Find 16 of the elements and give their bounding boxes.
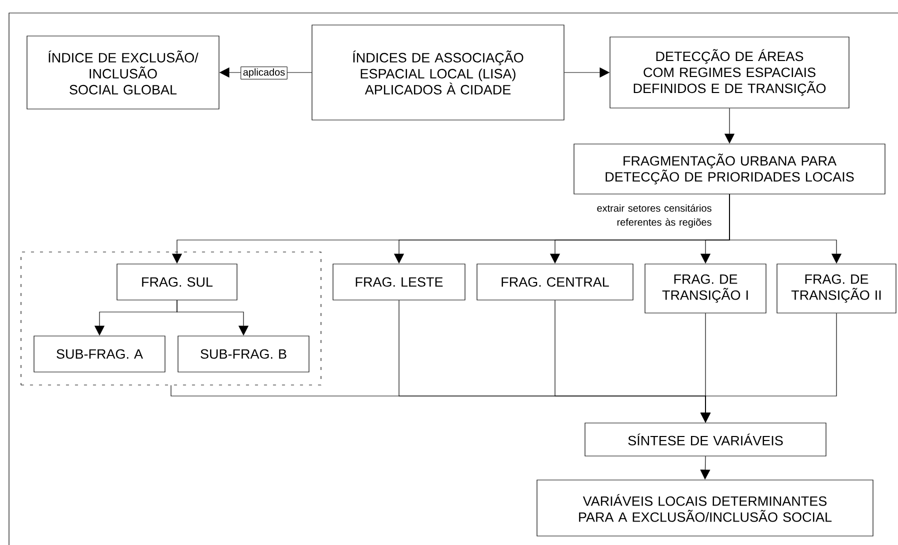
- process-box: SUB-FRAG. B: [178, 336, 310, 372]
- process-box: FRAG. SUL: [116, 264, 238, 300]
- process-box: FRAGMENTAÇÃO URBANA PARA DETECÇÃO DE PRIORIDADES LOCAIS: [574, 144, 886, 194]
- process-box: FRAG. CENTRAL: [476, 264, 634, 300]
- process-box: SÍNTESE DE VARIÁVEIS: [584, 422, 826, 456]
- process-box: FRAG. LESTE: [332, 264, 466, 300]
- process-box: DETECÇÃO DE ÁREAS COM REGIMES ESPACIAIS DEFINIDOS E DE TRANSIÇÃO: [610, 36, 850, 108]
- dashed-group-box: [20, 252, 322, 386]
- process-box: SUB-FRAG. A: [34, 336, 166, 372]
- process-box: VARIÁVEIS LOCAIS DETERMINANTES PARA A EXCLUSÃO/INCLUSÃO SOCIAL: [536, 480, 874, 536]
- note-text: extrair setores censitários referentes às regiões: [597, 204, 712, 228]
- edge-label: aplicados: [240, 66, 288, 80]
- process-box: ÍNDICES DE ASSOCIAÇÃO ESPACIAL LOCAL (LISA) APLICADOS À CIDADE: [312, 24, 564, 120]
- process-box: FRAG. DE TRANSIÇÃO II: [776, 264, 896, 314]
- process-box: ÍNDICE DE EXCLUSÃO/ INCLUSÃO SOCIAL GLOBAL: [26, 36, 220, 110]
- process-box: FRAG. DE TRANSIÇÃO I: [644, 264, 766, 314]
